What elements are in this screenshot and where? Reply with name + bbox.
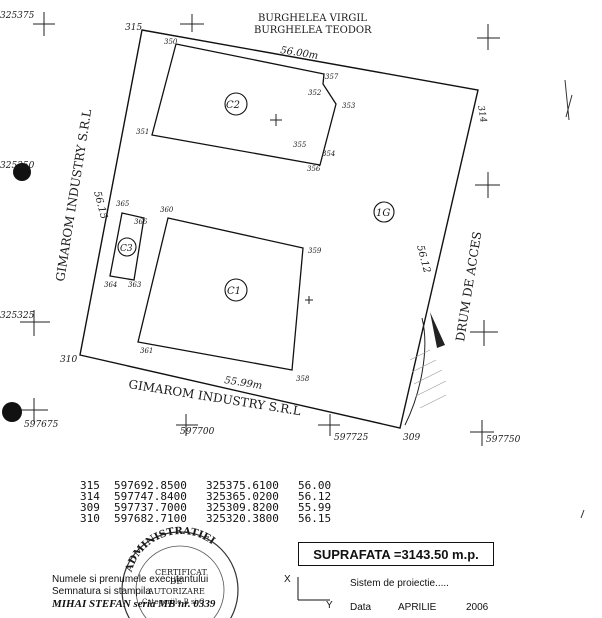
neighbor-south: GIMAROM INDUSTRY S.R.L — [128, 377, 302, 418]
punch-hole-bottom — [2, 402, 22, 422]
neighbor-east: DRUM DE ACCES — [453, 231, 484, 343]
stamp-line-1: CERTIFICAT — [155, 568, 208, 577]
table-row: 309 597737.7000 325309.8200 55.99 — [80, 501, 332, 514]
grid-x-597750: 597750 — [486, 435, 521, 445]
point-357: 357 — [325, 73, 339, 81]
road-hatch — [409, 349, 447, 409]
grid-x-597675: 597675 — [24, 420, 59, 430]
lot-circle — [373, 201, 395, 223]
point-354: 354 — [322, 150, 335, 158]
point-361: 361 — [140, 347, 153, 355]
building-c2-outline — [151, 43, 337, 166]
date-year: 2006 — [466, 602, 489, 613]
stamp-line-2: DE — [170, 577, 182, 586]
point-360: 360 — [160, 206, 174, 214]
point-355: 355 — [293, 141, 307, 149]
road-marker — [430, 312, 445, 348]
stamp-line-4: Categoriile B si C — [142, 598, 204, 606]
building-c1-outline — [137, 217, 304, 371]
building-c3-outline — [109, 212, 145, 281]
point-353: 353 — [342, 102, 356, 110]
grid-y-325375: 325375 — [0, 11, 35, 21]
point-356: 356 — [307, 165, 321, 173]
axes-marker — [297, 577, 330, 601]
point-352: 352 — [308, 89, 322, 97]
margin-marks — [564, 79, 585, 519]
grid-crosses — [20, 12, 500, 446]
c1-circle — [224, 278, 248, 302]
parcel-boundary — [79, 29, 479, 429]
table-row: 315 597692.8500 325375.6100 56.00 — [80, 479, 332, 492]
punch-hole-top — [13, 163, 31, 181]
corner-310: 310 — [60, 355, 77, 365]
corner-314: 314 — [475, 105, 488, 124]
c3-circle — [117, 237, 137, 257]
signature-label: Semnatura si stampila — [52, 586, 151, 597]
area-box: SUPRAFATA =3143.50 m.p. — [298, 542, 494, 566]
stamp-line-3: AUTORIZARE — [147, 587, 205, 596]
c2-circle — [224, 92, 248, 116]
side-west-length: 56.15 — [91, 190, 109, 221]
neighbor-west: GIMAROM INDUSTRY S.R.L — [53, 108, 94, 282]
coordinates-table: 315 597692.8500 325375.6100 56.00 314 59… — [80, 480, 331, 524]
point-358: 358 — [296, 375, 310, 383]
corner-309: 309 — [403, 433, 420, 443]
axis-x-label: X — [284, 574, 291, 585]
date-month: APRILIE — [398, 602, 437, 613]
axis-y-label: Y — [326, 600, 333, 611]
label-c2: C2 — [226, 100, 240, 111]
point-359: 359 — [308, 247, 322, 255]
road-edge — [404, 317, 426, 426]
label-c1: C1 — [227, 286, 241, 297]
point-364: 364 — [104, 281, 117, 289]
side-north-length: 56.00m — [280, 45, 319, 62]
corner-315: 315 — [125, 23, 142, 33]
neighbor-north-1: BURGHELEA VIRGIL — [258, 13, 367, 24]
grid-y-325325: 325325 — [0, 311, 35, 321]
neighbor-north-2: BURGHELEA TEODOR — [254, 25, 372, 36]
executant-name: MIHAI STEFAN seria MB nr. 0339 — [52, 598, 216, 610]
grid-x-597700: 597700 — [180, 427, 215, 437]
point-350: 350 — [164, 38, 178, 46]
grid-x-597725: 597725 — [334, 433, 369, 443]
point-365: 365 — [116, 200, 130, 208]
grid-y-325350: 325350 — [0, 161, 35, 171]
label-c3: C3 — [120, 244, 133, 254]
projection-system: Sistem de proiectie..... — [350, 578, 449, 589]
side-east-length: 56.12 — [414, 244, 432, 275]
date-label: Data — [350, 602, 372, 613]
stamp-top-text: ADMINISTRATIEI — [124, 526, 218, 574]
table-row: 314 597747.8400 325365.0200 56.12 — [80, 490, 332, 503]
executant-label: Numele si prenumele executantului — [52, 574, 209, 585]
point-363: 363 — [128, 281, 142, 289]
stamp — [121, 531, 239, 618]
lot-label: 1G — [376, 208, 390, 219]
point-366: 366 — [134, 218, 148, 226]
point-351: 351 — [136, 128, 149, 136]
table-row: 310 597682.7100 325320.3800 56.15 — [80, 512, 332, 525]
